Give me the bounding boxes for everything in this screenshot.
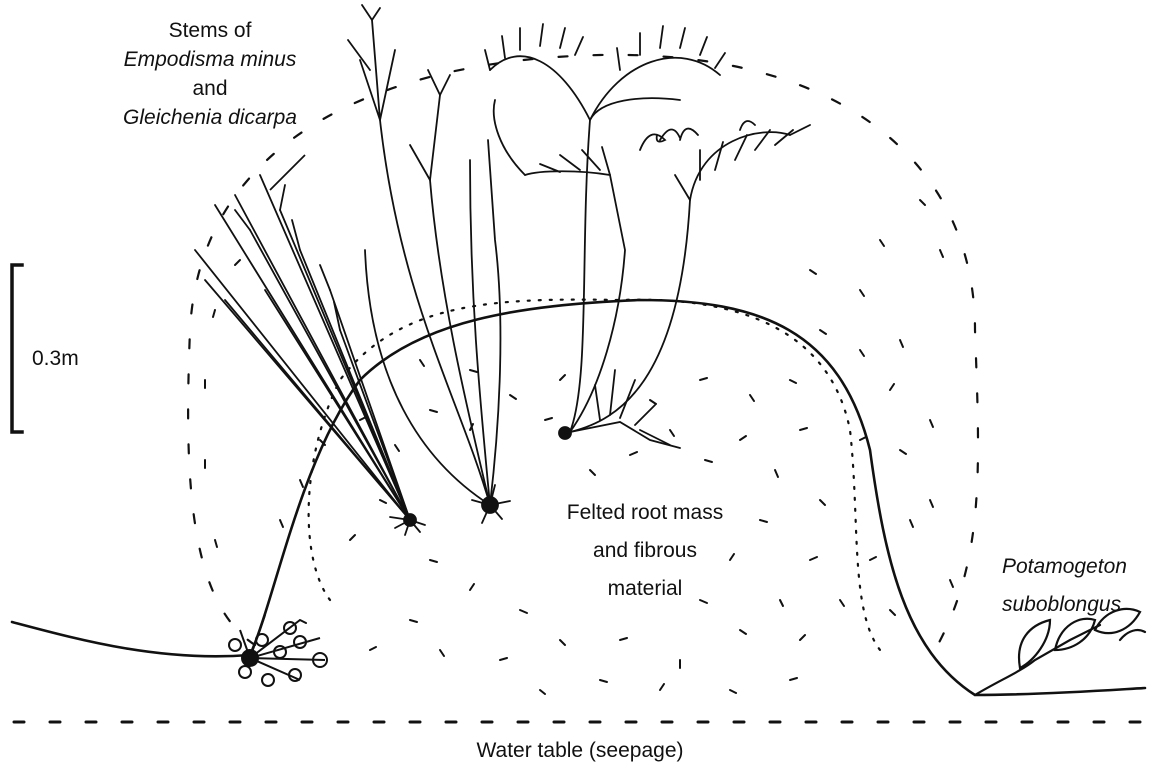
fern-fronds <box>485 24 810 448</box>
felted-root-mass-label: Felted root mass and fibrous material <box>525 494 765 608</box>
stems-label-and: and <box>100 74 320 103</box>
stems-label-species1: Empodisma minus <box>100 45 320 74</box>
scale-label: 0.3m <box>32 344 79 373</box>
stems-label: Stems of Empodisma minus and Gleichenia … <box>100 16 320 132</box>
gleichenia-stems <box>348 5 510 523</box>
felted-label-line3: material <box>525 570 765 608</box>
scale-bar <box>12 265 22 432</box>
stems-label-line1: Stems of <box>100 16 320 45</box>
felted-label-line2: and fibrous <box>525 532 765 570</box>
stems-label-species2: Gleichenia dicarpa <box>100 103 320 132</box>
stems-leader-line <box>270 155 305 190</box>
felted-label-line1: Felted root mass <box>525 494 765 532</box>
fibrous-texture <box>205 200 953 694</box>
potamogeton-label-line2: suboblongus <box>1002 586 1127 624</box>
potamogeton-label-line1: Potamogeton <box>1002 548 1127 586</box>
water-table-label: Water table (seepage) <box>477 736 684 765</box>
potamogeton-label: Potamogeton suboblongus <box>1002 548 1127 624</box>
rosette-plant <box>229 615 327 686</box>
